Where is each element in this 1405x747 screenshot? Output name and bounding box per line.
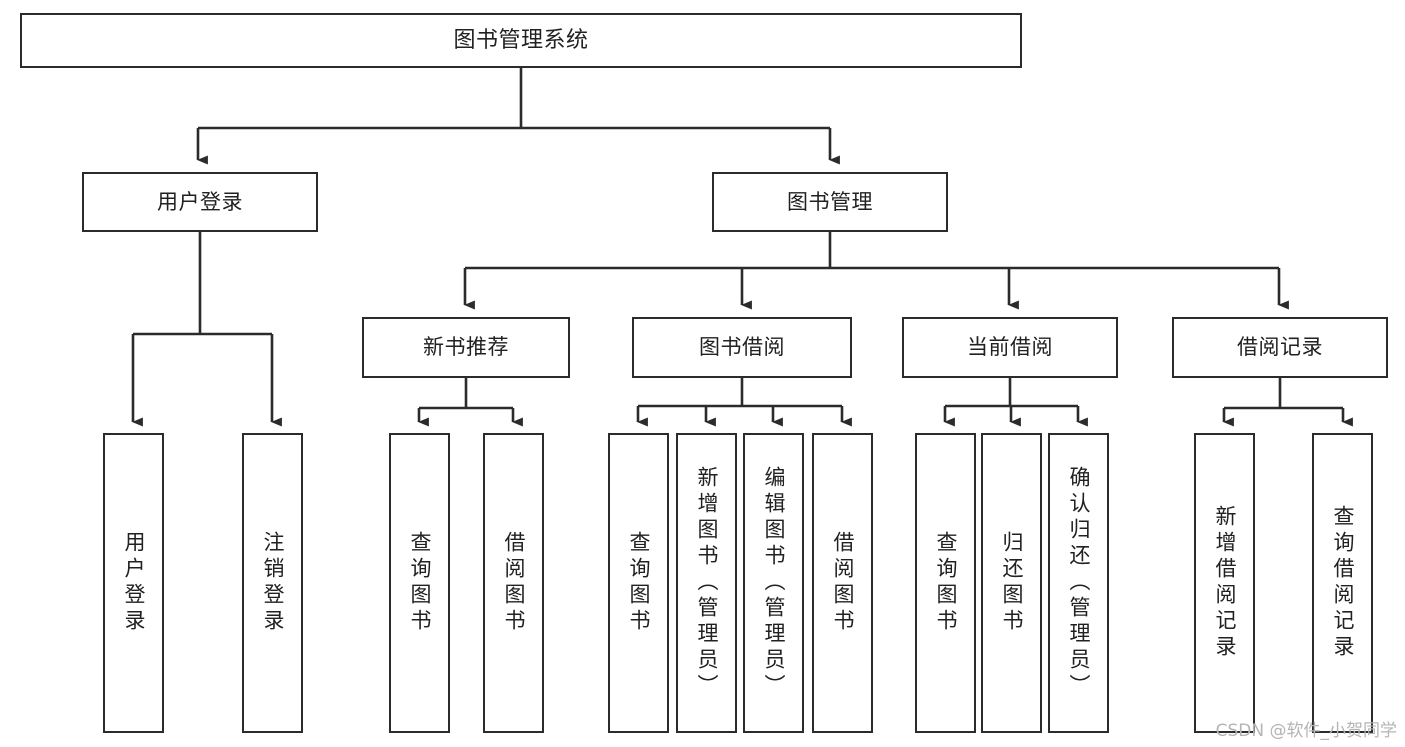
node-leaf-user-login[interactable]: 用户登录 (103, 433, 164, 733)
node-leaf-query-book-1[interactable]: 查询图书 (389, 433, 450, 733)
node-leaf-query-book-1-label: 查询图书 (408, 531, 432, 635)
node-leaf-confirm-return-label: 确认归还（管理员） (1067, 466, 1091, 700)
node-current-borrow-label: 当前借阅 (967, 335, 1053, 360)
node-leaf-add-book[interactable]: 新增图书（管理员） (676, 433, 737, 733)
node-leaf-borrow-book-2[interactable]: 借阅图书 (812, 433, 873, 733)
node-book-manage-label: 图书管理 (787, 189, 873, 214)
node-current-borrow[interactable]: 当前借阅 (902, 317, 1118, 378)
node-leaf-return-book-label: 归还图书 (1000, 531, 1024, 635)
node-leaf-logout-login[interactable]: 注销登录 (242, 433, 303, 733)
node-leaf-borrow-book-1[interactable]: 借阅图书 (483, 433, 544, 733)
node-book-manage[interactable]: 图书管理 (712, 172, 948, 232)
node-book-borrow[interactable]: 图书借阅 (632, 317, 852, 378)
node-leaf-query-book-2[interactable]: 查询图书 (608, 433, 669, 733)
node-leaf-edit-book[interactable]: 编辑图书（管理员） (743, 433, 804, 733)
node-borrow-record[interactable]: 借阅记录 (1172, 317, 1388, 378)
node-leaf-add-book-label: 新增图书（管理员） (695, 466, 719, 700)
node-leaf-query-book-3[interactable]: 查询图书 (915, 433, 976, 733)
node-borrow-record-label: 借阅记录 (1237, 335, 1323, 360)
node-user-login-label: 用户登录 (157, 189, 243, 214)
node-new-book-recommend-label: 新书推荐 (423, 335, 509, 360)
node-leaf-user-login-label: 用户登录 (122, 531, 146, 635)
node-leaf-query-record[interactable]: 查询借阅记录 (1312, 433, 1373, 733)
node-root-system-label: 图书管理系统 (453, 27, 589, 53)
node-leaf-add-record[interactable]: 新增借阅记录 (1194, 433, 1255, 733)
node-root-system[interactable]: 图书管理系统 (20, 13, 1022, 68)
node-new-book-recommend[interactable]: 新书推荐 (362, 317, 570, 378)
node-book-borrow-label: 图书借阅 (699, 335, 785, 360)
node-leaf-return-book[interactable]: 归还图书 (981, 433, 1042, 733)
node-leaf-add-record-label: 新增借阅记录 (1213, 505, 1237, 661)
node-leaf-borrow-book-1-label: 借阅图书 (502, 531, 526, 635)
node-leaf-edit-book-label: 编辑图书（管理员） (762, 466, 786, 700)
node-user-login[interactable]: 用户登录 (82, 172, 318, 232)
node-leaf-borrow-book-2-label: 借阅图书 (831, 531, 855, 635)
node-leaf-query-book-2-label: 查询图书 (627, 531, 651, 635)
node-leaf-confirm-return[interactable]: 确认归还（管理员） (1048, 433, 1109, 733)
node-leaf-query-book-3-label: 查询图书 (934, 531, 958, 635)
node-leaf-query-record-label: 查询借阅记录 (1331, 505, 1355, 661)
node-leaf-logout-login-label: 注销登录 (261, 531, 285, 635)
